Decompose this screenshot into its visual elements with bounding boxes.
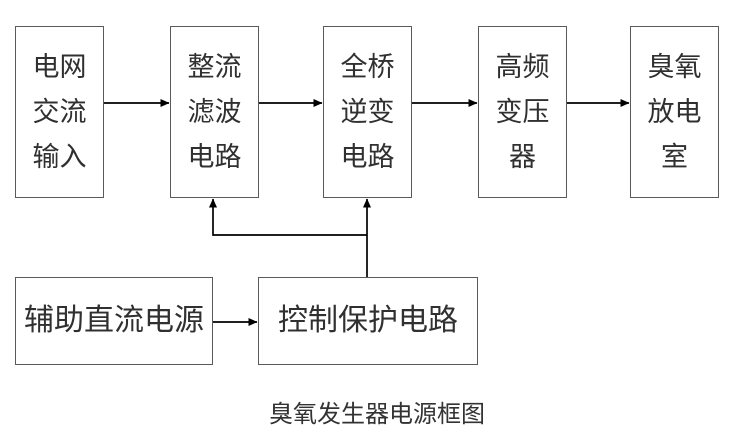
node-full-bridge-inverter-circuit: 全桥 逆变 电路 (323, 26, 412, 198)
node-label: 整流 滤波 电路 (187, 51, 242, 173)
node-label: 高频 变压 器 (495, 51, 550, 173)
node-mains-ac-input: 电网 交流 输入 (15, 26, 104, 198)
diagram-caption: 臭氧发生器电源框图 (269, 400, 485, 428)
node-auxiliary-dc-power-supply: 辅助直流电源 (15, 277, 213, 365)
node-label: 全桥 逆变 电路 (340, 51, 395, 173)
node-control-protection-circuit: 控制保护电路 (258, 277, 478, 365)
node-label: 辅助直流电源 (24, 303, 204, 338)
edge-control-to-rectifier (209, 198, 367, 236)
node-label: 臭氧 放电 室 (647, 51, 702, 173)
node-rectifier-filter-circuit: 整流 滤波 电路 (170, 26, 259, 198)
node-ozone-discharge-chamber: 臭氧 放电 室 (630, 26, 719, 198)
node-label: 控制保护电路 (278, 303, 458, 338)
node-high-frequency-transformer: 高频 变压 器 (478, 26, 567, 198)
node-label: 电网 交流 输入 (32, 51, 87, 173)
